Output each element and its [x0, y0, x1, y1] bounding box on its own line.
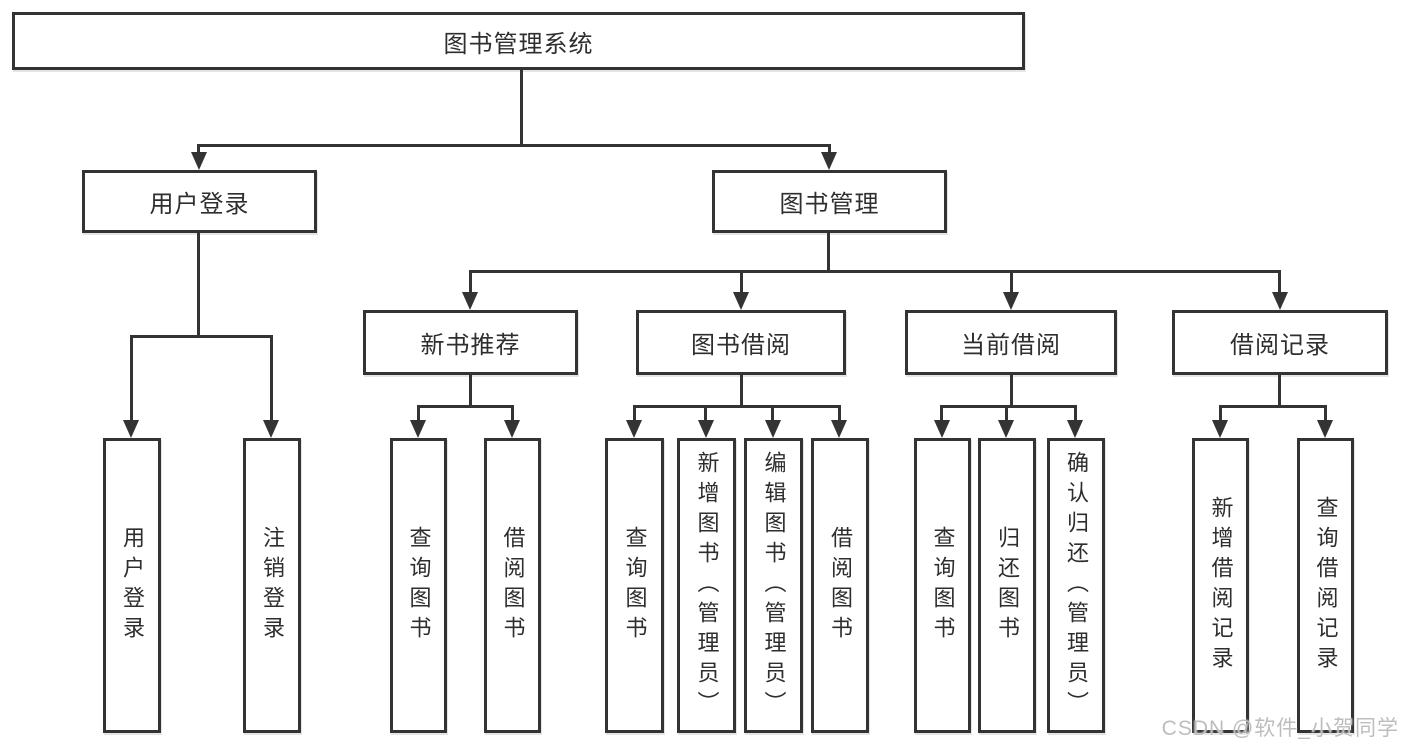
connector-login-drop [197, 144, 200, 156]
arrow-borrow-leaf1-icon [626, 420, 642, 438]
node-user-login: 用户登录 [82, 170, 317, 233]
connector-borrow-leaf4-drop [838, 405, 841, 423]
connector-current-stub [1010, 375, 1013, 407]
node-new-book-recommend: 新书推荐 [363, 310, 578, 375]
leaf-borrow-books: 借阅图书 [811, 438, 869, 733]
arrow-to-borrow-icon [733, 292, 749, 310]
arrow-borrow-leaf2-icon [698, 420, 714, 438]
connector-current-leaf2-drop [1005, 405, 1008, 423]
connector-borrow-drop [740, 270, 743, 294]
leaf-current-query-books: 查询图书 [914, 438, 971, 733]
arrow-records-leaf1-icon [1212, 420, 1228, 438]
arrow-current-leaf1-icon [934, 420, 950, 438]
arrow-to-mgmt-icon [821, 152, 837, 170]
connector-login-stub [197, 233, 200, 337]
connector-login-bar [130, 335, 273, 338]
connector-borrow-bar [633, 405, 841, 408]
connector-records-drop [1278, 270, 1281, 294]
connector-records-leaf2-drop [1324, 405, 1327, 423]
connector-records-stub [1278, 375, 1281, 407]
connector-level2-bar [469, 270, 1281, 273]
arrow-to-login-leaf2-icon [263, 420, 279, 438]
arrow-rec-leaf1-icon [410, 420, 426, 438]
connector-borrow-leaf2-drop [704, 405, 707, 423]
connector-records-leaf1-drop [1219, 405, 1222, 423]
connector-login-leaf2-drop [270, 335, 273, 423]
leaf-edit-book-admin: 编辑图书（管理员） [744, 438, 803, 733]
arrow-records-leaf2-icon [1317, 420, 1333, 438]
connector-login-leaf1-drop [130, 335, 133, 423]
connector-records-bar [1219, 405, 1327, 408]
connector-root-stub [520, 70, 523, 146]
connector-borrow-leaf1-drop [633, 405, 636, 423]
connector-borrow-stub [740, 375, 743, 407]
node-root-system: 图书管理系统 [12, 12, 1025, 70]
arrow-to-login-icon [191, 152, 207, 170]
node-current-borrow: 当前借阅 [905, 310, 1117, 375]
connector-borrow-leaf3-drop [771, 405, 774, 423]
leaf-logout: 注销登录 [243, 438, 301, 733]
leaf-borrow-query-books: 查询图书 [605, 438, 664, 733]
node-book-borrow: 图书借阅 [636, 310, 846, 375]
arrow-rec-leaf2-icon [504, 420, 520, 438]
connector-rec-leaf1-drop [417, 405, 420, 423]
leaf-add-borrow-record: 新增借阅记录 [1192, 438, 1249, 733]
leaf-query-borrow-record: 查询借阅记录 [1297, 438, 1354, 733]
csdn-watermark: CSDN @软件_小贺同学 [1161, 717, 1399, 740]
connector-rec-drop [469, 270, 472, 294]
connector-current-leaf3-drop [1074, 405, 1077, 423]
connector-rec-leaf2-drop [511, 405, 514, 423]
leaf-confirm-return-admin: 确认归还（管理员） [1047, 438, 1105, 733]
leaf-return-books: 归还图书 [978, 438, 1036, 733]
arrow-borrow-leaf3-icon [765, 420, 781, 438]
leaf-rec-borrow-books: 借阅图书 [484, 438, 541, 733]
arrow-to-records-icon [1272, 292, 1288, 310]
leaf-add-book-admin: 新增图书（管理员） [677, 438, 736, 733]
connector-level1-bar [197, 144, 831, 147]
connector-rec-bar [417, 405, 514, 408]
arrow-borrow-leaf4-icon [831, 420, 847, 438]
connector-mgmt-stub [827, 233, 830, 272]
arrow-to-login-leaf1-icon [123, 420, 139, 438]
arrow-to-current-icon [1003, 292, 1019, 310]
leaf-user-login: 用户登录 [103, 438, 161, 733]
connector-current-leaf1-drop [940, 405, 943, 423]
arrow-to-rec-icon [462, 292, 478, 310]
arrow-current-leaf3-icon [1067, 420, 1083, 438]
connector-rec-stub [469, 375, 472, 407]
node-book-management: 图书管理 [712, 170, 947, 233]
connector-current-bar [940, 405, 1077, 408]
node-borrow-records: 借阅记录 [1172, 310, 1388, 375]
leaf-rec-query-books: 查询图书 [390, 438, 447, 733]
connector-current-drop [1010, 270, 1013, 294]
arrow-current-leaf2-icon [998, 420, 1014, 438]
connector-mgmt-drop [828, 144, 831, 156]
